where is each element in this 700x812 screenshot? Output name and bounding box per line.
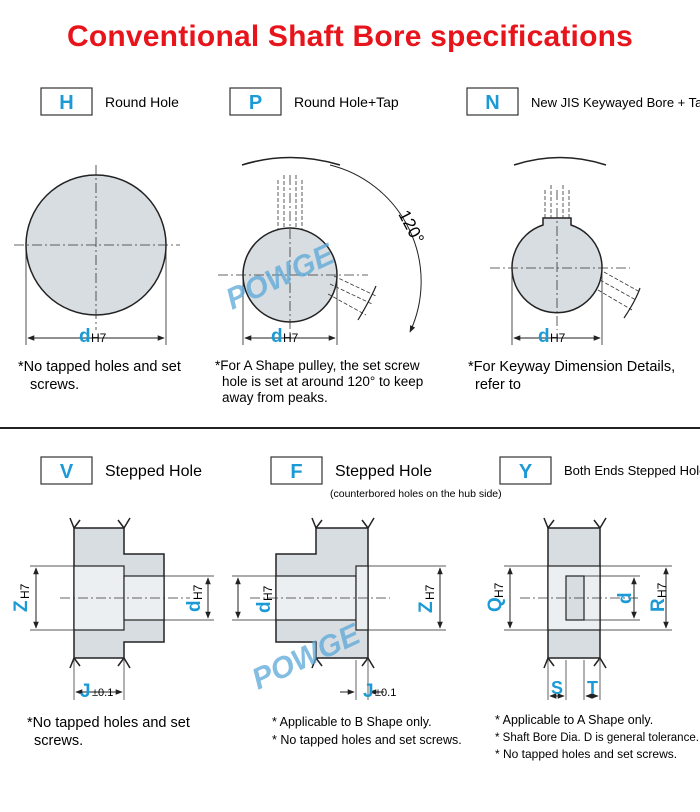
note-y-2: * Shaft Bore Dia. D is general tolerance…: [495, 732, 699, 744]
dim-d-y: d: [615, 592, 636, 604]
note-n-2: refer to: [475, 377, 521, 393]
dim-h7-h: H7: [91, 331, 107, 345]
figure-stepped-hole-f: d H7 Z H7 J ±0.1: [232, 517, 446, 702]
dim-t-y: T: [587, 678, 598, 698]
type-name-p: Round Hole+Tap: [294, 94, 399, 110]
note-f-1: * Applicable to B Shape only.: [272, 715, 432, 729]
type-name-v: Stepped Hole: [105, 463, 202, 480]
dim-z-f: Z: [416, 601, 437, 613]
type-code-n: N: [485, 92, 499, 114]
dim-r-h7-y: H7: [655, 582, 669, 598]
dim-d-v: d: [184, 600, 205, 612]
note-v-1: *No tapped holes and set: [27, 715, 190, 731]
type-header-p: P Round Hole+Tap: [229, 87, 399, 116]
type-code-f: F: [290, 461, 302, 483]
type-sub-f: (counterbored holes on the hub side): [330, 488, 502, 500]
figure-stepped-hole-v: Z H7 d H7 J ±0.1: [11, 517, 214, 702]
note-p-1: *For A Shape pulley, the set screw: [215, 358, 420, 373]
dim-h7-p: H7: [283, 331, 299, 345]
type-name-f: Stepped Hole: [335, 463, 432, 480]
dim-j-f: J: [363, 681, 374, 702]
dim-q-h7-y: H7: [492, 582, 506, 598]
type-code-y: Y: [519, 461, 533, 483]
note-p-3: away from peaks.: [222, 390, 328, 405]
type-name-y: Both Ends Stepped Hole: [564, 463, 700, 478]
type-header-v: V Stepped Hole: [40, 456, 202, 485]
type-header-y: Y Both Ends Stepped Hole: [499, 456, 700, 485]
dim-j-tol-v: ±0.1: [92, 687, 113, 699]
dim-q-y: Q: [485, 597, 506, 612]
note-y-1: * Applicable to A Shape only.: [495, 713, 653, 727]
note-f-2: * No tapped holes and set screws.: [272, 733, 462, 747]
note-p-2: hole is set at around 120° to keep: [222, 374, 423, 389]
dim-j-v: J: [80, 681, 91, 702]
dim-r-y: R: [648, 598, 669, 612]
notes-n: *For Keyway Dimension Details, refer to: [468, 359, 675, 393]
dim-h7-n: H7: [550, 331, 566, 345]
dim-d-h7-v: H7: [191, 584, 205, 600]
figure-keyway-bore: d H7: [490, 156, 641, 347]
figure-round-hole: d H7: [14, 165, 180, 347]
note-n-1: *For Keyway Dimension Details,: [468, 359, 675, 375]
type-header-n: N New JIS Keywayed Bore + Tap: [466, 87, 700, 116]
type-code-p: P: [249, 92, 262, 114]
dim-z-h7-v: H7: [18, 583, 32, 599]
type-name-h: Round Hole: [105, 94, 179, 110]
figure-both-ends-stepped: Q H7 d R H7 S T: [485, 517, 672, 700]
angle-label: 120°: [394, 207, 427, 247]
note-h-1: *No tapped holes and set: [18, 359, 181, 375]
dim-z-h7-f: H7: [423, 584, 437, 600]
notes-p: *For A Shape pulley, the set screw hole …: [215, 358, 423, 405]
dim-s-y: S: [551, 678, 563, 698]
type-name-n: New JIS Keywayed Bore + Tap: [531, 95, 700, 110]
dim-d-p: d: [271, 326, 283, 347]
note-h-2: screws.: [30, 377, 79, 393]
dim-z-v: Z: [11, 600, 32, 612]
notes-h: *No tapped holes and set screws.: [18, 359, 181, 393]
note-y-3: * No tapped holes and set screws.: [495, 747, 677, 761]
dim-d-h7-f: H7: [261, 585, 275, 601]
dim-d-f: d: [254, 601, 275, 613]
type-header-f: F Stepped Hole (counterbored holes on th…: [270, 456, 502, 500]
page-title: Conventional Shaft Bore specifications: [66, 20, 634, 53]
notes-y: * Applicable to A Shape only. * Shaft Bo…: [495, 713, 699, 761]
notes-f: * Applicable to B Shape only. * No tappe…: [272, 715, 462, 747]
type-header-h: H Round Hole: [40, 87, 179, 116]
note-v-2: screws.: [34, 733, 83, 749]
notes-v: *No tapped holes and set screws.: [27, 715, 190, 749]
figure-round-hole-tap: 120° d H7: [218, 156, 428, 347]
type-code-h: H: [59, 92, 73, 114]
type-code-v: V: [60, 461, 74, 483]
dim-d-n: d: [538, 326, 550, 347]
dim-j-tol-f: ±0.1: [375, 687, 396, 699]
dim-d-h: d: [79, 326, 91, 347]
